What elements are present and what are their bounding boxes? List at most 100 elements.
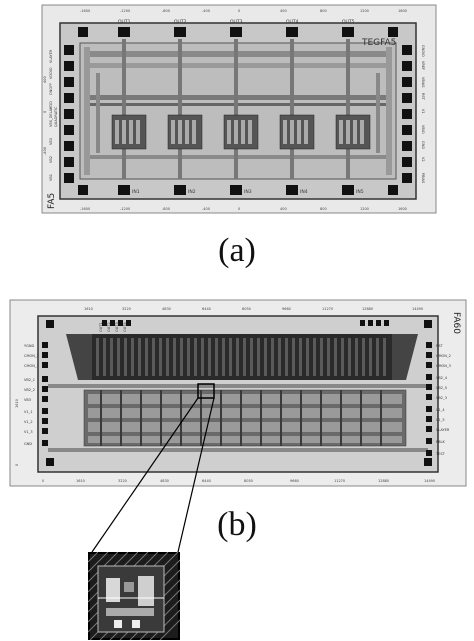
svg-text:CMON_2: CMON_2	[436, 354, 451, 358]
svg-text:1200: 1200	[360, 9, 369, 13]
svg-text:-800: -800	[162, 9, 170, 13]
svg-text:VREF: VREF	[421, 61, 425, 70]
svg-text:400: 400	[280, 9, 287, 13]
svg-text:14490: 14490	[424, 479, 435, 483]
svg-text:V1_5: V1_5	[436, 418, 445, 422]
svg-text:6440: 6440	[202, 479, 211, 483]
right-pads	[426, 342, 432, 456]
svg-text:9660: 9660	[290, 479, 299, 483]
svg-text:1200: 1200	[360, 207, 369, 211]
svg-text:400: 400	[280, 207, 287, 211]
svg-text:PBIAS: PBIAS	[421, 173, 425, 184]
svg-text:OUT2: OUT2	[174, 19, 187, 25]
svg-text:14490: 14490	[412, 307, 423, 311]
left-pads	[42, 342, 48, 446]
svg-text:TEST: TEST	[435, 452, 446, 456]
svg-text:CMON_2: CMON_2	[24, 354, 39, 358]
svg-text:VB1: VB1	[49, 174, 53, 181]
svg-text:IN2: IN2	[188, 189, 196, 195]
svg-text:VB3: VB3	[49, 138, 53, 145]
svg-text:1610: 1610	[84, 307, 93, 311]
svg-text:IN5: IN5	[356, 189, 364, 195]
side-label: FA5	[47, 193, 57, 209]
svg-text:400: 400	[43, 76, 47, 83]
svg-text:0: 0	[15, 464, 19, 466]
svg-text:V1_3: V1_3	[24, 430, 33, 434]
svg-text:IN3: IN3	[244, 189, 252, 195]
svg-text:11270: 11270	[322, 307, 333, 311]
svg-text:800: 800	[320, 207, 327, 211]
cell-array-columns	[100, 390, 382, 446]
svg-text:CMON_1: CMON_1	[24, 364, 39, 368]
svg-text:V1: V1	[421, 109, 425, 114]
svg-text:6440: 6440	[202, 307, 211, 311]
svg-text:OUT1: OUT1	[99, 322, 103, 332]
svg-text:OUT3: OUT3	[115, 322, 119, 332]
zoom-inset	[88, 552, 180, 640]
chip-label: TEGFA5	[361, 38, 396, 48]
svg-text:GND: GND	[24, 442, 32, 446]
svg-text:4830: 4830	[160, 479, 169, 483]
svg-text:OUT2: OUT2	[107, 322, 111, 332]
svg-text:VB2_3: VB2_3	[436, 396, 447, 400]
svg-text:-400: -400	[202, 207, 210, 211]
svg-text:VB2: VB2	[49, 156, 53, 163]
svg-text:VLAYER: VLAYER	[49, 49, 53, 63]
svg-text:CMON_3: CMON_3	[436, 364, 451, 368]
svg-text:8050: 8050	[244, 479, 253, 483]
svg-text:-400: -400	[202, 9, 210, 13]
cell-array-rows	[88, 394, 402, 443]
right-pads	[402, 45, 412, 183]
panel-b-layout: FA60 1610 3220 4830 6440 8050 9660 11270…	[9, 299, 467, 487]
svg-text:3220: 3220	[122, 307, 131, 311]
svg-text:0: 0	[43, 111, 47, 113]
output-pads	[78, 27, 398, 37]
svg-text:8050: 8050	[242, 307, 251, 311]
caption-b: (b)	[217, 506, 257, 543]
svg-text:OUT4: OUT4	[123, 322, 127, 332]
column-bars	[96, 338, 386, 376]
svg-text:-400: -400	[43, 147, 47, 155]
svg-text:1610: 1610	[76, 479, 85, 483]
svg-text:VLAYER: VLAYER	[436, 428, 450, 432]
svg-text:4830: 4830	[162, 307, 171, 311]
svg-text:GND: GND	[421, 141, 425, 149]
svg-text:-1600: -1600	[80, 207, 90, 211]
svg-text:V2: V2	[421, 157, 425, 162]
svg-text:GNDIO: GNDIO	[421, 45, 425, 57]
svg-text:-800: -800	[162, 207, 170, 211]
input-pads	[78, 185, 398, 195]
caption-a: (a)	[218, 232, 256, 269]
svg-text:800: 800	[320, 9, 327, 13]
svg-text:1600: 1600	[398, 9, 407, 13]
svg-text:VDD: VDD	[49, 101, 53, 109]
svg-text:OUT4: OUT4	[286, 19, 299, 25]
svg-text:IN4: IN4	[300, 189, 308, 195]
svg-text:0: 0	[42, 479, 44, 483]
svg-text:VBS_DELAY: VBS_DELAY	[49, 106, 53, 127]
svg-text:IN1: IN1	[132, 189, 140, 195]
svg-text:12880: 12880	[378, 479, 389, 483]
svg-text:-1200: -1200	[120, 9, 130, 13]
svg-text:1600: 1600	[398, 207, 407, 211]
svg-text:PBLK: PBLK	[436, 440, 445, 444]
svg-text:V1_4: V1_4	[436, 408, 445, 412]
side-label: FA60	[451, 312, 461, 334]
svg-text:9660: 9660	[282, 307, 291, 311]
output-columns	[122, 39, 350, 179]
svg-text:12880: 12880	[362, 307, 373, 311]
svg-text:VB2_5: VB2_5	[436, 386, 447, 390]
svg-text:OUT1: OUT1	[118, 19, 131, 25]
svg-text:VDDIO: VDDIO	[49, 67, 53, 79]
svg-text:V1_2: V1_2	[24, 420, 33, 424]
svg-text:V1_1: V1_1	[24, 410, 33, 414]
svg-text:VBIAS: VBIAS	[421, 77, 425, 88]
svg-text:0: 0	[238, 9, 240, 13]
panel-a-layout: TEGFA5 FA5 OUT1 OUT2 OUT3 OUT4 OUT5 IN1 …	[41, 4, 437, 214]
svg-text:VB2_1: VB2_1	[24, 378, 35, 382]
svg-text:OUT5: OUT5	[342, 19, 355, 25]
svg-text:YGND: YGND	[24, 344, 34, 348]
zoom-region	[197, 383, 215, 399]
svg-text:VB2_4: VB2_4	[436, 376, 448, 380]
